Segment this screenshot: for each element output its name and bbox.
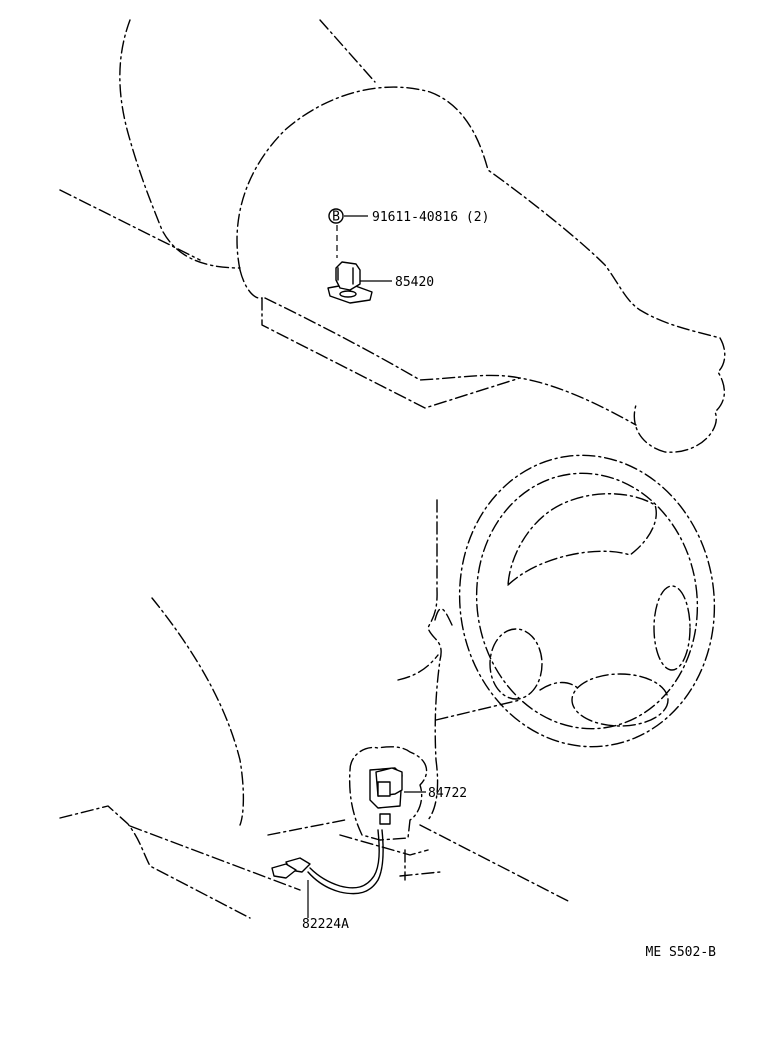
bolt-marker-circle: [328, 208, 344, 224]
wire-part-number: 82224A: [302, 917, 349, 932]
sensor-part-number: 85420: [395, 275, 434, 290]
switch-part-number: 84722: [428, 786, 467, 801]
steering-wheel: [458, 454, 716, 748]
shift-lever-assembly: 84722: [348, 746, 467, 841]
wire-harness: 82224A: [271, 829, 384, 932]
bolt-marker-label: B: [332, 210, 340, 225]
speed-sensor: 85420: [327, 261, 434, 304]
dashboard-outline: [59, 499, 571, 919]
bolt-callout: B 91611-40816 (2): [328, 208, 489, 258]
bolt-part-number: 91611-40816 (2): [372, 210, 489, 225]
figure-code: ME S502-B: [646, 945, 717, 960]
transmission-outline: [59, 19, 726, 453]
